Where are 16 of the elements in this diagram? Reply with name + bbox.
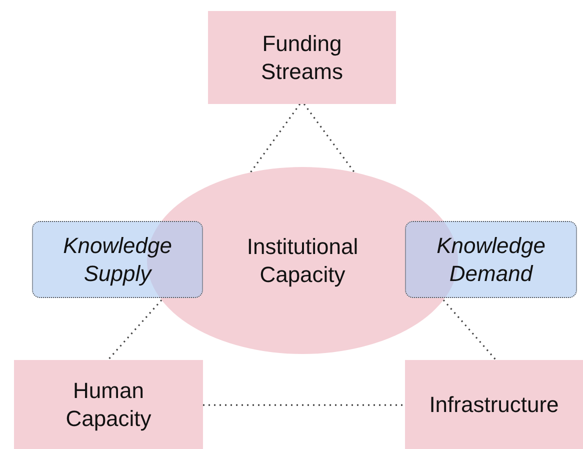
process-box	[14, 360, 203, 449]
node-label: Funding Streams	[260, 30, 344, 85]
dotted-rounded-box	[405, 221, 577, 298]
dotted-line	[203, 404, 405, 406]
process-box	[208, 11, 396, 104]
node-label: Knowledge Demand	[436, 232, 546, 287]
process-box	[405, 360, 583, 449]
node-label: Institutional Capacity	[246, 233, 360, 288]
node-label: Infrastructure	[429, 390, 559, 418]
node-label: Knowledge Supply	[62, 232, 173, 287]
dotted-line	[303, 104, 356, 173]
dotted-line	[250, 104, 301, 173]
dotted-line	[107, 299, 162, 361]
dotted-rounded-box	[32, 221, 203, 298]
node-label: Human Capacity	[64, 377, 152, 432]
dotted-line	[442, 299, 497, 361]
